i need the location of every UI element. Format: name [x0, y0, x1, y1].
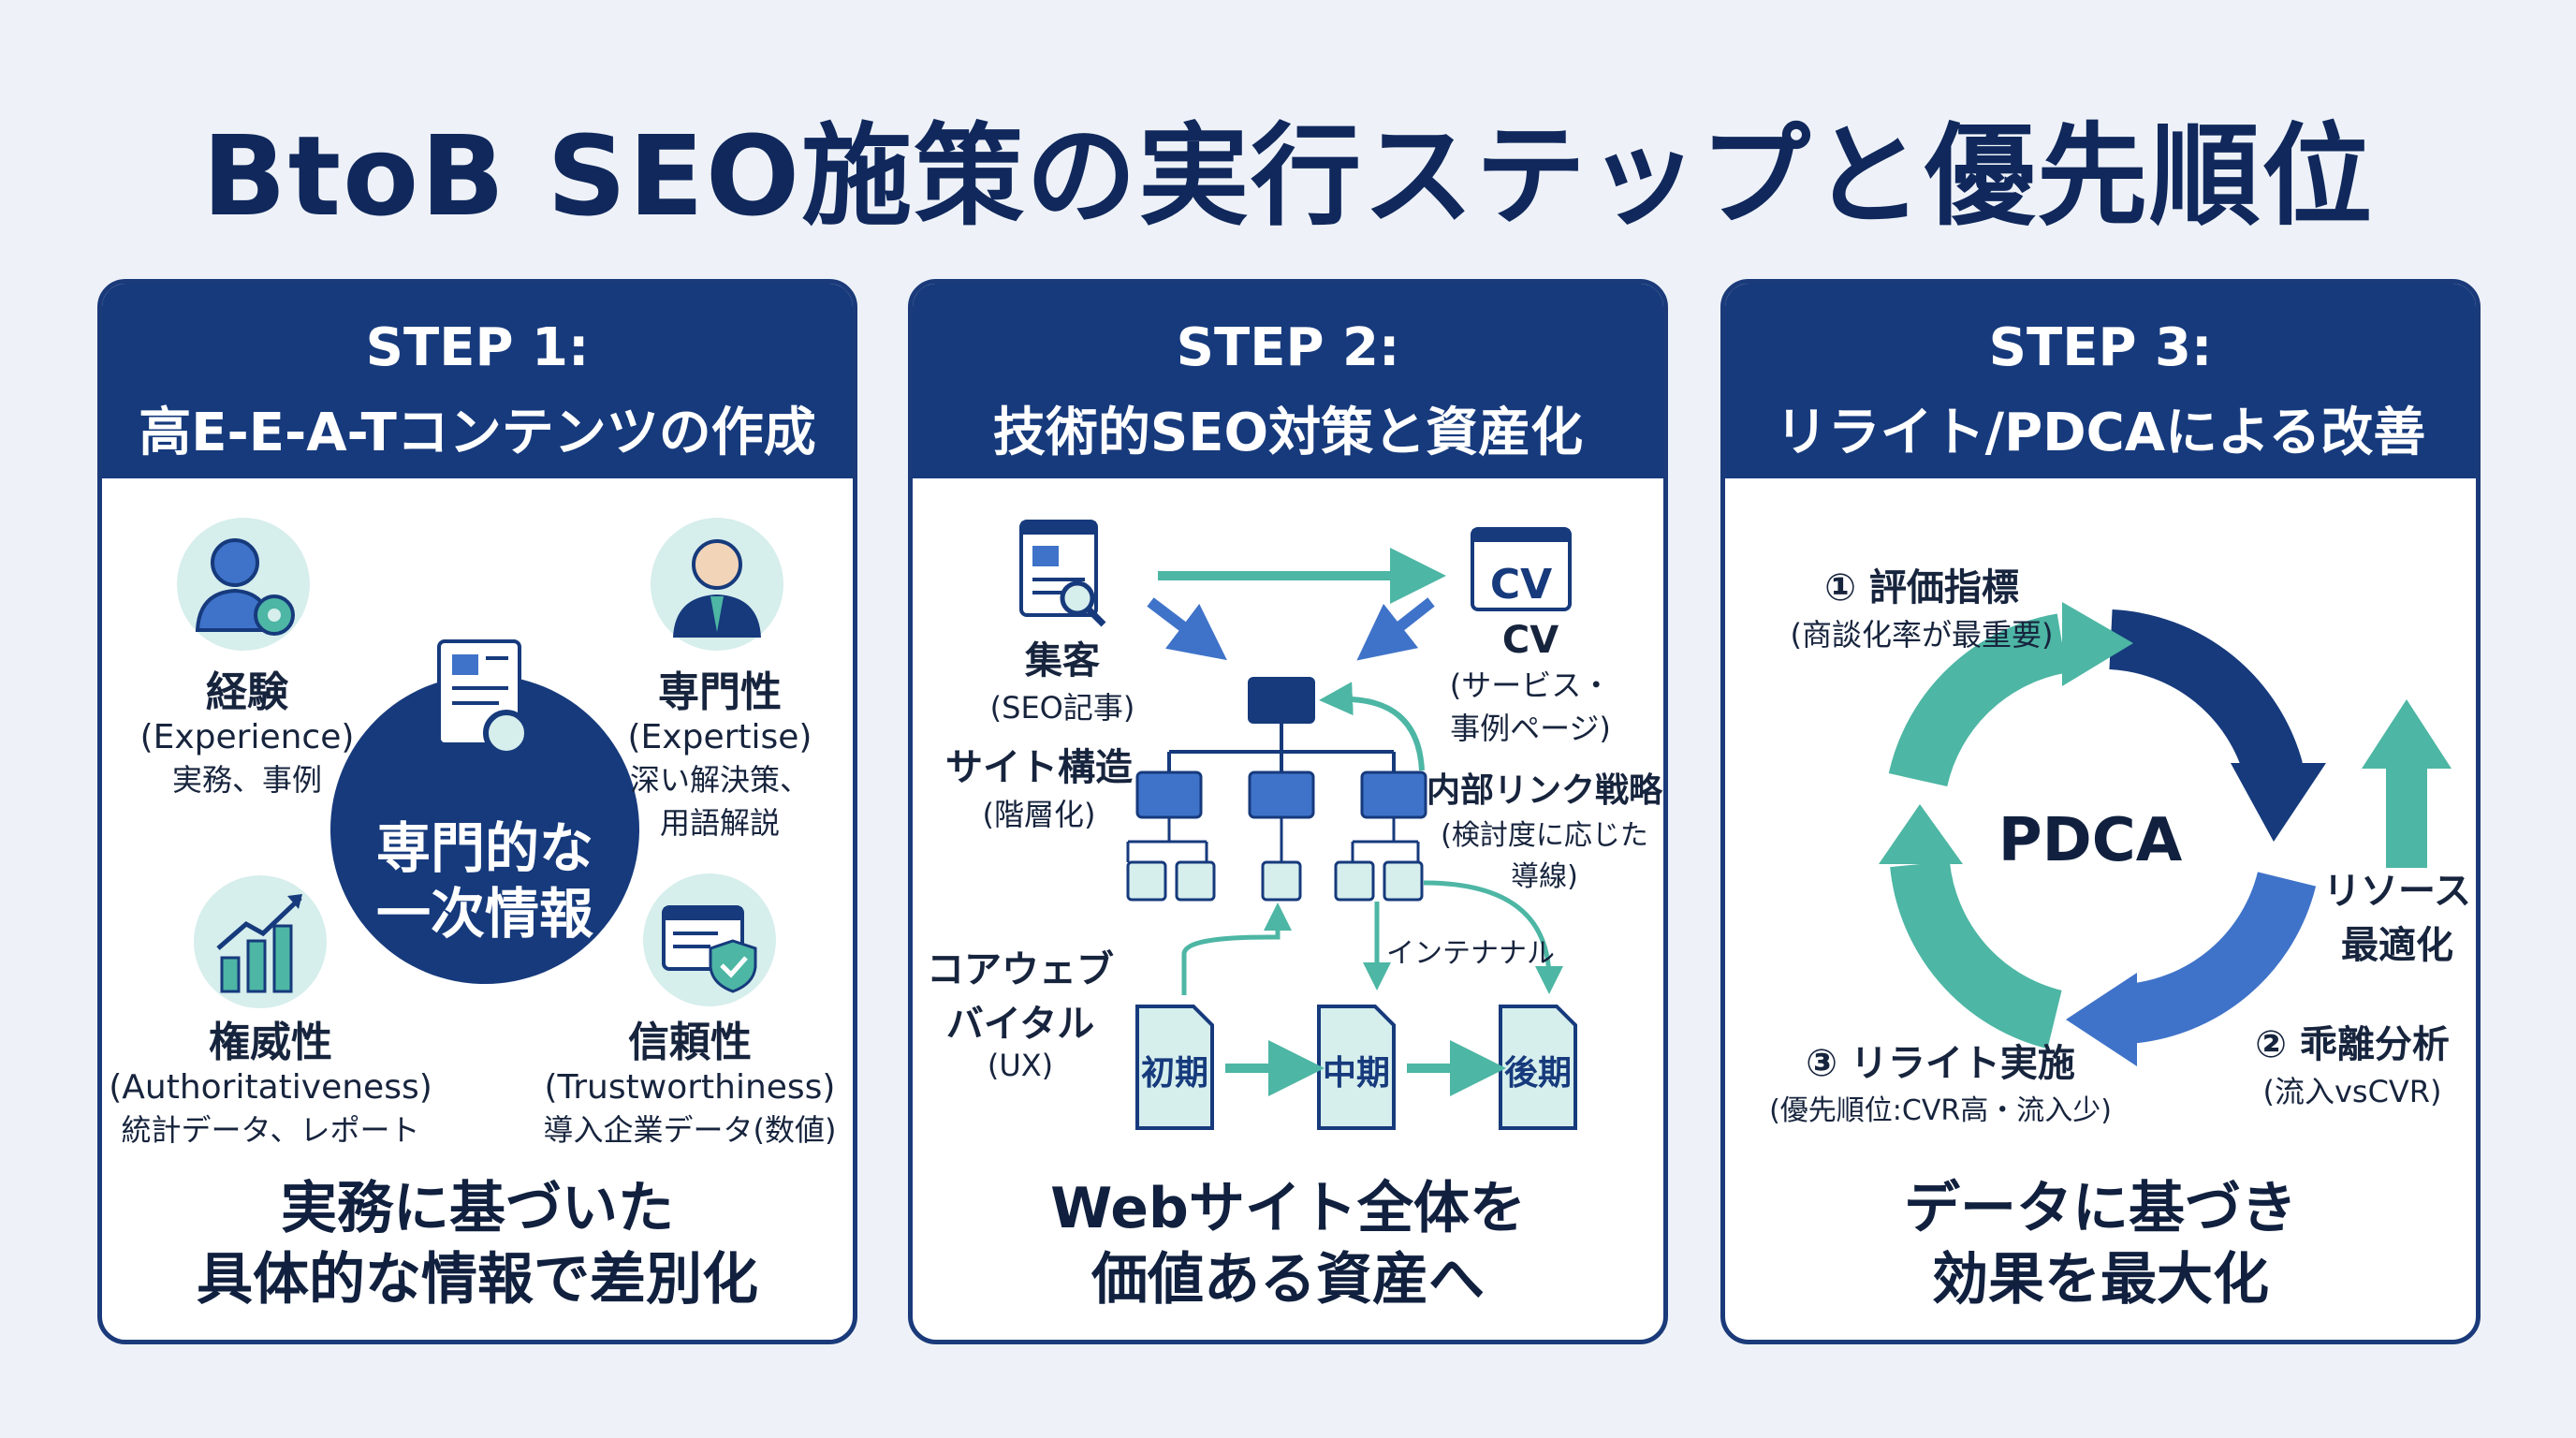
- step2-card: STEP 2: 技術的SEO対策と資産化: [908, 279, 1668, 1344]
- internal-label: インテナナル: [1386, 937, 1555, 970]
- cv-page-icon: [1471, 527, 1572, 611]
- person-gear-icon: [177, 518, 310, 651]
- step2-number: STEP 2:: [1176, 317, 1400, 378]
- internal-link-label: 内部リンク戦略 (検討度に応じた 導線): [1426, 771, 1662, 893]
- phase-doc-mid: [1317, 1005, 1396, 1130]
- step1-header: STEP 1: 高E-E-A-Tコンテンツの作成: [102, 284, 853, 478]
- phase-early-label: 初期: [1140, 1054, 1208, 1093]
- phase-late-label: 後期: [1503, 1054, 1572, 1093]
- pdca-cycle-diagram: [1879, 602, 2452, 1066]
- experience-label: 経験 (Experience) 実務、事例: [139, 668, 355, 798]
- core-web-vitals-label: コアウェブ バイタル (UX): [927, 948, 1114, 1083]
- acquisition-label: 集客 (SEO記事): [989, 639, 1135, 726]
- seo-article-icon: [1019, 520, 1106, 627]
- growth-chart-icon: [194, 875, 327, 1008]
- step3-title: リライト/PDCAによる改善: [1775, 403, 2426, 463]
- professional-person-icon: [651, 518, 783, 651]
- phase-mid-label: 中期: [1322, 1054, 1390, 1093]
- pdca-center: PDCA: [1998, 806, 2183, 875]
- step3-header: STEP 3: リライト/PDCAによる改善: [1725, 284, 2476, 478]
- phase-doc-late: [1499, 1005, 1577, 1130]
- step3-card: STEP 3: リライト/PDCAによる改善 PDCA ① 評価指標 (商談化率…: [1720, 279, 2481, 1344]
- phase-doc-early: [1135, 1005, 1214, 1130]
- document-search-icon: [437, 639, 546, 772]
- step2-header: STEP 2: 技術的SEO対策と資産化: [913, 284, 1663, 478]
- step3-number: STEP 3:: [1988, 317, 2213, 378]
- gap-analysis-label: ② 乖離分析 (流入vsCVR): [2255, 1023, 2450, 1109]
- rewrite-label: ③ リライト実施 (優先順位:CVR高・流入少): [1769, 1042, 2112, 1127]
- cv-label: CV (サービス・ 事例ページ): [1449, 619, 1612, 746]
- resource-optimize-label: リソース 最適化: [2323, 870, 2471, 967]
- step1-footer: 実務に基づいた 具体的な情報で差別化: [197, 1176, 758, 1313]
- site-structure-diagram: [1019, 520, 1577, 1130]
- shield-check-icon: [643, 873, 776, 1006]
- step3-footer: データに基づき 効果を最大化: [1904, 1176, 2297, 1313]
- center-circle: 専門的な 一次情報: [330, 639, 639, 984]
- step1-card: STEP 1: 高E-E-A-Tコンテンツの作成: [97, 279, 857, 1344]
- expertise-label: 専門性 (Expertise) 深い解決策、 用語解説: [627, 668, 812, 841]
- authoritativeness-label: 権威性 (Authoritativeness) 統計データ、レポート: [109, 1019, 432, 1148]
- center-label: 専門的な 一次情報: [375, 816, 593, 946]
- page-title: BtoB SEO施策の実行ステップと優先順位: [201, 111, 2375, 241]
- trustworthiness-label: 信頼性 (Trustworthiness) 導入企業データ(数値): [543, 1019, 837, 1148]
- step1-title: 高E-E-A-Tコンテンツの作成: [139, 403, 816, 463]
- step1-number: STEP 1:: [365, 317, 590, 378]
- step2-title: 技術的SEO対策と資産化: [992, 403, 1584, 463]
- structure-label: サイト構造 (階層化): [945, 746, 1133, 832]
- step2-footer: Webサイト全体を 価値ある資産へ: [1050, 1176, 1526, 1313]
- evaluation-metric-label: ① 評価指標 (商談化率が最重要): [1790, 566, 2054, 653]
- cv-icon-text: CV: [1489, 561, 1553, 609]
